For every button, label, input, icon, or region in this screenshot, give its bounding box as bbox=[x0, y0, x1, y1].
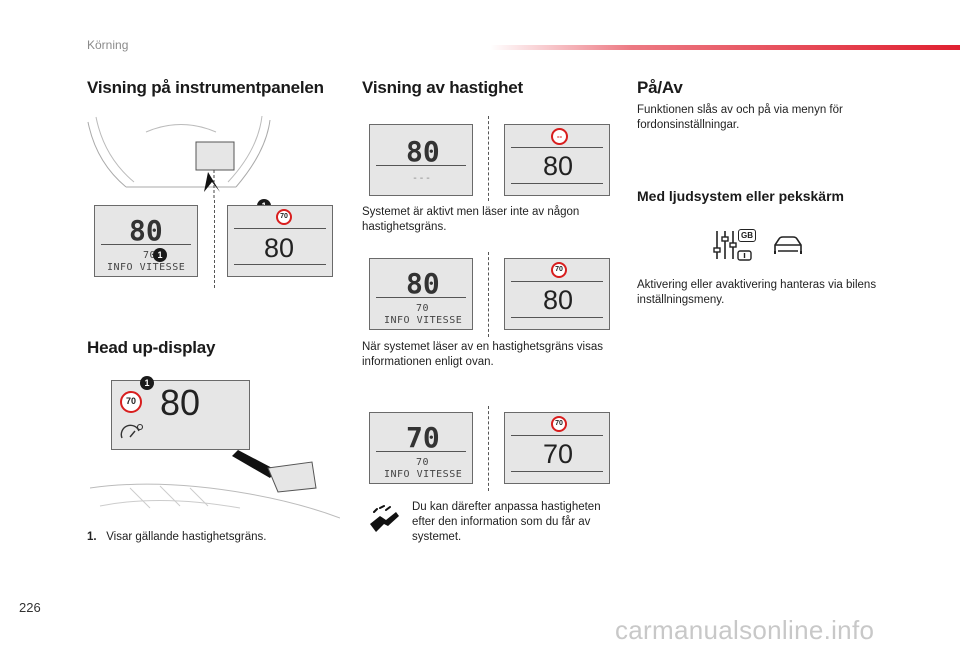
watermark: carmanualsonline.info bbox=[615, 615, 875, 645]
callout-badge-1: 1 bbox=[140, 376, 154, 390]
divider-dashed bbox=[488, 252, 489, 337]
row2-touchscreen: 70 80 bbox=[504, 258, 610, 330]
row1-touchscreen: -- 80 bbox=[504, 124, 610, 196]
dashboard-illustration bbox=[87, 115, 271, 200]
lcd-speed: 80 bbox=[406, 135, 440, 168]
lcd-speed: 80 bbox=[129, 214, 163, 247]
touchscreen-display: 70 80 bbox=[227, 205, 333, 277]
lcd-info: INFO VITESSE bbox=[107, 262, 186, 273]
settings-sliders-icon bbox=[713, 231, 752, 261]
screen-speed: 80 bbox=[543, 151, 574, 181]
footnote-text: Visar gällande hastighetsgräns. bbox=[106, 531, 267, 543]
heading-instrument-panel: Visning på instrumentpanelen bbox=[87, 78, 324, 97]
section-label: Körning bbox=[87, 38, 129, 52]
hand-adjust-icon bbox=[370, 505, 399, 532]
divider-dashed bbox=[214, 200, 215, 288]
cluster-lcd-display: 80 70 INFO VITESSE 1 bbox=[94, 205, 198, 277]
heading-on-off: På/Av bbox=[637, 78, 683, 97]
callout-badge-1: 1 bbox=[153, 248, 167, 262]
speed-limit-sign: 70 bbox=[551, 262, 567, 278]
speed-limit-sign-unknown: -- bbox=[551, 128, 568, 145]
divider-dashed bbox=[488, 116, 489, 201]
lcd-limit: 70 bbox=[416, 303, 430, 314]
header-accent-bar bbox=[490, 45, 960, 50]
lcd-info: INFO VITESSE bbox=[384, 469, 463, 480]
activation-description: Aktivering eller avaktivering hanteras v… bbox=[637, 279, 877, 306]
row2-description: När systemet läser av en hastighetsgräns… bbox=[362, 341, 603, 368]
subheading-audio-touchscreen: Med ljudsystem eller pekskärm bbox=[637, 188, 844, 204]
footnote: 1. Visar gällande hastighetsgräns. bbox=[87, 530, 266, 545]
speed-limit-sign: 70 bbox=[120, 391, 142, 413]
page-number: 226 bbox=[19, 600, 41, 615]
row3-lcd-display: 70 70 INFO VITESSE bbox=[369, 412, 473, 484]
screen-speed: 80 bbox=[264, 233, 295, 263]
on-off-description: Funktionen slås av och på via menyn för … bbox=[637, 104, 843, 131]
language-badge: GB bbox=[738, 229, 756, 242]
hud-speed: 80 bbox=[160, 382, 201, 423]
screen-speed: 70 bbox=[543, 439, 574, 469]
lcd-limit: 70 bbox=[416, 457, 430, 468]
lcd-info: INFO VITESSE bbox=[384, 315, 463, 326]
speedometer-icon bbox=[120, 423, 144, 439]
screen-speed: 80 bbox=[543, 285, 574, 315]
row1-lcd-display: 80 --- bbox=[369, 124, 473, 196]
row3-touchscreen: 70 70 bbox=[504, 412, 610, 484]
car-icon bbox=[774, 236, 802, 254]
lcd-limit: --- bbox=[412, 173, 432, 184]
row2-lcd-display: 80 70 INFO VITESSE bbox=[369, 258, 473, 330]
lcd-speed: 70 bbox=[406, 421, 440, 454]
head-up-display-panel: 1 70 80 bbox=[111, 376, 250, 450]
speed-limit-sign: 70 bbox=[551, 416, 567, 432]
row1-description: Systemet är aktivt men läser inte av någ… bbox=[362, 206, 580, 233]
windscreen-illustration bbox=[90, 450, 340, 519]
row3-description: Du kan därefter anpassa hastigheten efte… bbox=[412, 501, 601, 543]
heading-head-up-display: Head up-display bbox=[87, 338, 216, 357]
divider-dashed bbox=[488, 406, 489, 491]
footnote-number: 1. bbox=[87, 531, 97, 543]
speed-limit-sign: 70 bbox=[276, 209, 292, 225]
lcd-speed: 80 bbox=[406, 267, 440, 300]
heading-speed-display: Visning av hastighet bbox=[362, 78, 524, 97]
lcd-limit: 70 bbox=[143, 250, 157, 261]
